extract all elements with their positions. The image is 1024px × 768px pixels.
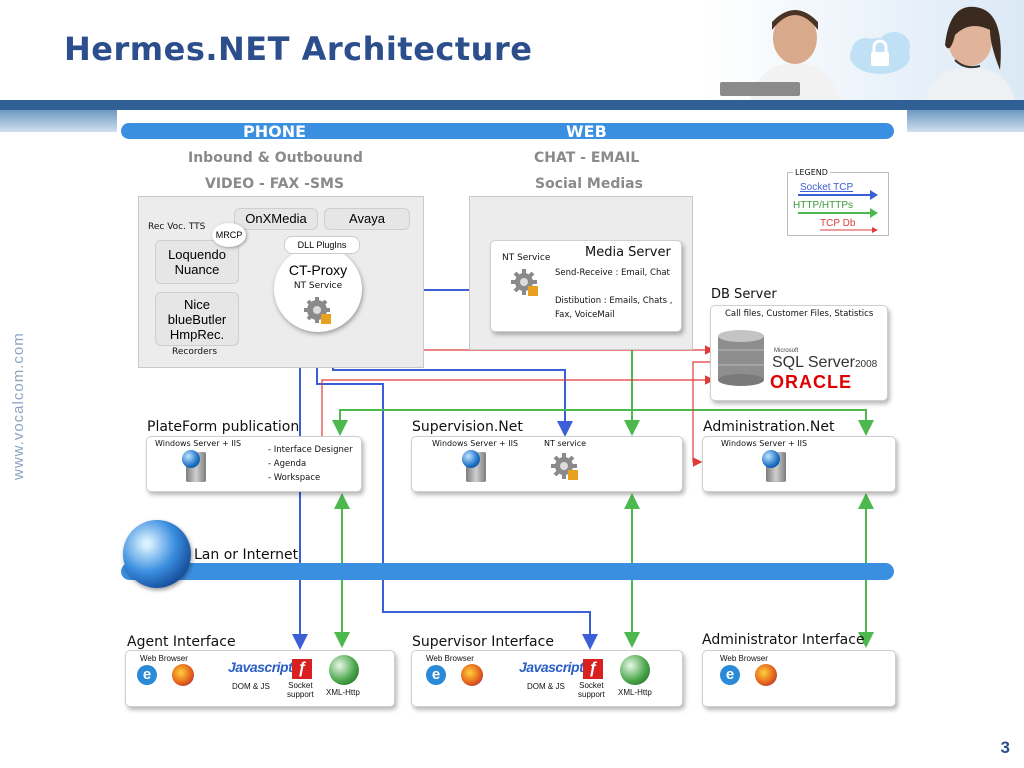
phone-channels-line2: VIDEO - FAX -SMS — [205, 176, 345, 192]
platform-item-1: - Interface Designer — [268, 445, 353, 455]
supervision-globe-icon — [462, 450, 480, 468]
db-desc-label: Call files, Customer Files, Statistics — [725, 309, 874, 319]
onxmedia-box: OnXMedia — [234, 208, 318, 230]
firefox-icon — [461, 664, 483, 686]
lan-bar — [121, 563, 894, 580]
javascript-logo: Javascript — [519, 659, 584, 675]
platform-panel — [146, 436, 362, 492]
database-icon — [718, 330, 764, 386]
legend-http: HTTP/HTTPs — [793, 200, 853, 211]
media-gear-icon — [511, 269, 538, 296]
ctproxy-label: CT-Proxy — [288, 262, 348, 278]
xml-http-icon — [329, 655, 359, 685]
platform-item-3: - Workspace — [268, 473, 321, 483]
supervisor-dom-label: DOM & JS — [527, 682, 565, 691]
globe-icon — [123, 520, 191, 588]
web-channels-line2: Social Medias — [535, 176, 643, 192]
socket-word: Socket — [579, 681, 604, 690]
support-word: support — [287, 690, 314, 699]
avaya-box: Avaya — [324, 208, 410, 230]
rec-voc-label: Rec Voc. TTS — [148, 222, 206, 232]
legend-box — [787, 172, 889, 236]
supervision-nt-label: NT service — [544, 439, 587, 448]
web-channels-line1: CHAT - EMAIL — [534, 150, 640, 166]
ctproxy-ntservice-label: NT Service — [293, 281, 343, 291]
supervision-label: Supervision.Net — [412, 419, 523, 435]
recorders-label: Recorders — [172, 347, 218, 357]
agent-dom-label: DOM & JS — [232, 682, 270, 691]
microsoft-label: Microsoft — [774, 348, 799, 354]
supervision-gear-icon — [551, 453, 578, 480]
firefox-icon — [755, 664, 777, 686]
phone-web-bar — [121, 123, 894, 139]
ie-icon: e — [137, 665, 157, 685]
javascript-logo: Javascript — [228, 659, 293, 675]
bluebutler-label: blueButler — [167, 312, 227, 327]
db-server-label: DB Server — [711, 287, 777, 302]
legend-arrows — [798, 190, 878, 233]
platform-label: PlateForm publication — [147, 419, 300, 435]
sqlserver-logo: SQL Server2008 — [772, 354, 877, 372]
distribution-label-2: Fax, VoiceMail — [555, 310, 615, 320]
legend-socket: Socket TCP — [800, 182, 854, 193]
flash-icon: ƒ — [292, 659, 312, 679]
header-band — [0, 100, 1024, 110]
supervisor-interface-label: Supervisor Interface — [412, 634, 554, 650]
ctproxy-gear-icon — [304, 297, 331, 324]
page-number: 3 — [1000, 738, 1010, 757]
hmprec-label: HmpRec. — [169, 327, 225, 342]
distribution-label-1: Distibution : Emails, Chats , — [555, 296, 673, 306]
oracle-logo: ORACLE — [770, 372, 852, 392]
firefox-icon — [172, 664, 194, 686]
agent-xml-label: XML-Http — [326, 688, 360, 697]
supervision-ws-label: Windows Server + IIS — [432, 439, 519, 448]
agent-web-browser-label: Web Browser — [140, 654, 188, 663]
media-server-label: Media Server — [585, 245, 671, 260]
xml-http-icon — [620, 655, 650, 685]
administration-panel — [702, 436, 896, 492]
phone-channels-line1: Inbound & Outbouund — [188, 150, 363, 166]
lan-label: Lan or Internet — [194, 547, 299, 563]
administration-globe-icon — [762, 450, 780, 468]
agent-interface-label: Agent Interface — [127, 634, 236, 650]
supervision-panel — [411, 436, 683, 492]
loquendo-label: Loquendo — [168, 247, 226, 262]
loquendo-box: Loquendo Nuance — [155, 240, 239, 284]
administrator-web-browser-label: Web Browser — [720, 654, 768, 663]
platform-ws-label: Windows Server + IIS — [155, 439, 242, 448]
platform-item-2: - Agenda — [268, 459, 307, 469]
nuance-label: Nuance — [174, 262, 220, 277]
platform-globe-icon — [182, 450, 200, 468]
page-title: Hermes.NET Architecture — [64, 30, 533, 68]
flash-icon: ƒ — [583, 659, 603, 679]
administrator-interface-label: Administrator Interface — [702, 632, 865, 648]
legend-title: LEGEND — [793, 168, 830, 177]
mrcp-badge: MRCP — [212, 223, 246, 247]
sqlserver-label: SQL Server — [772, 354, 855, 371]
web-header: WEB — [566, 122, 607, 141]
nice-label: Nice — [183, 297, 210, 312]
socket-word: Socket — [288, 681, 313, 690]
media-ntservice-label: NT Service — [502, 253, 551, 263]
header-people-image — [700, 0, 1024, 100]
sqlserver-year: 2008 — [855, 359, 878, 370]
ie-icon: e — [720, 665, 740, 685]
administration-label: Administration.Net — [703, 419, 835, 435]
send-receive-label: Send-Receive : Email, Chat — [555, 268, 670, 278]
supervisor-xml-label: XML-Http — [618, 688, 652, 697]
supervisor-web-browser-label: Web Browser — [426, 654, 474, 663]
administration-ws-label: Windows Server + IIS — [721, 439, 808, 448]
support-word: support — [578, 690, 605, 699]
recorders-box: Nice blueButler HmpRec. — [155, 292, 239, 346]
dll-plugins-badge: DLL PlugIns — [284, 236, 360, 254]
ie-icon: e — [426, 665, 446, 685]
legend-tcpdb: TCP Db — [820, 218, 856, 229]
phone-header: PHONE — [243, 122, 307, 141]
